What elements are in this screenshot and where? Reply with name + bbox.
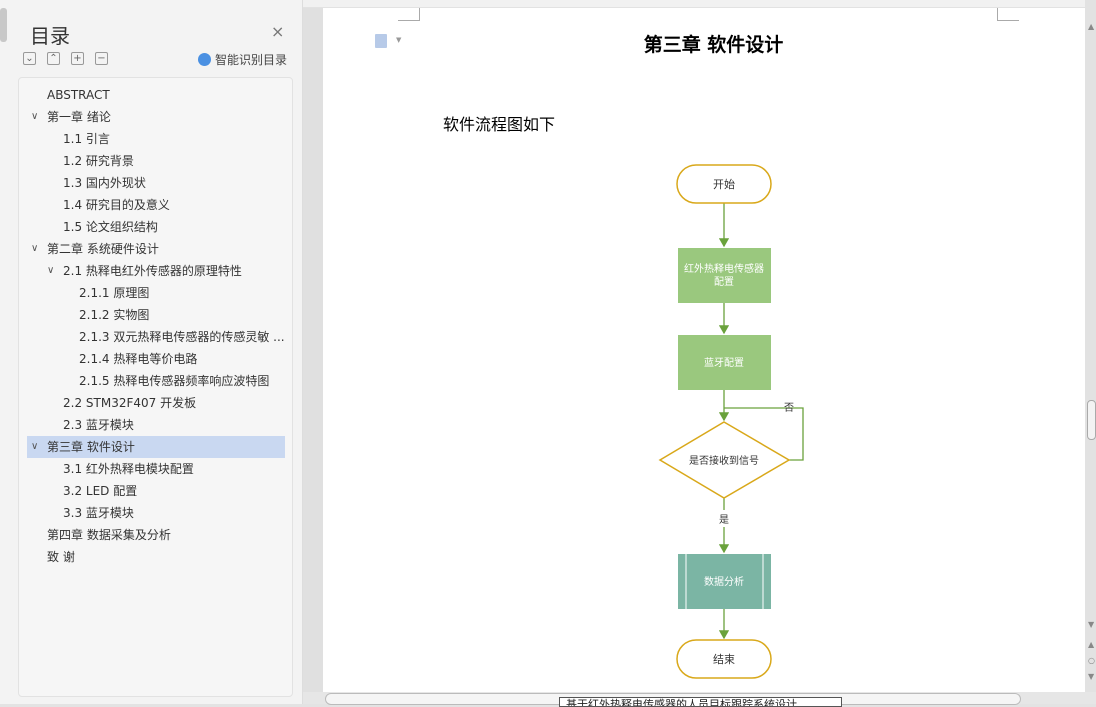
previous-page-icon[interactable]: ▲ bbox=[1088, 640, 1095, 649]
toc-item-label: 1.4 研究目的及意义 bbox=[63, 198, 170, 212]
data-analysis-box bbox=[678, 554, 771, 609]
select-browse-object-icon[interactable]: ○ bbox=[1088, 656, 1095, 665]
toc-item[interactable]: 2.1.1 原理图 bbox=[27, 282, 285, 304]
toc-item-label: 2.1.2 实物图 bbox=[79, 308, 150, 322]
page-corner-mark bbox=[398, 0, 420, 21]
chevron-down-icon[interactable]: ∨ bbox=[31, 243, 39, 254]
toc-item-label: 第三章 软件设计 bbox=[47, 440, 135, 454]
document-page: 第三章 软件设计 软件流程图如下 开始 红外热释电传感器 配置 蓝牙配置 是否接… bbox=[323, 0, 1085, 692]
next-page-icon[interactable]: ▼ bbox=[1088, 672, 1095, 681]
scroll-down-icon[interactable]: ▼ bbox=[1088, 620, 1095, 629]
chevron-down-icon[interactable]: ∨ bbox=[31, 441, 39, 452]
toc-item-label: 1.5 论文组织结构 bbox=[63, 220, 158, 234]
toc-list: ABSTRACT ∨ 第一章 绪论 1.1 引言 1.2 研究背景 1.3 国内外现状 1.… bbox=[18, 77, 293, 697]
toc-item-label: 第一章 绪论 bbox=[47, 110, 111, 124]
software-flowchart: 开始 红外热释电传感器 配置 蓝牙配置 是否接收到信号 否 是 数据分析 结束 bbox=[658, 164, 804, 679]
decision-label: 是否接收到信号 bbox=[689, 454, 759, 467]
ruler-bar bbox=[303, 0, 1085, 8]
toc-panel-scrollbar[interactable] bbox=[0, 8, 7, 42]
intro-text: 软件流程图如下 bbox=[443, 115, 556, 134]
toc-item[interactable]: ABSTRACT bbox=[27, 84, 285, 106]
toc-item-label: 3.1 红外热释电模块配置 bbox=[63, 462, 194, 476]
bluetooth-config-label: 蓝牙配置 bbox=[704, 357, 744, 369]
bluetooth-config-box bbox=[678, 335, 771, 390]
smart-recognize-icon bbox=[198, 53, 211, 66]
end-terminal bbox=[676, 639, 772, 679]
toc-item[interactable]: 1.5 论文组织结构 bbox=[27, 216, 285, 238]
toc-item-label: 1.2 研究背景 bbox=[63, 154, 134, 168]
status-tooltip: 基于红外热释电传感器的人员目标跟踪系统设计 bbox=[559, 697, 842, 707]
toc-item-label: 2.1.4 热释电等价电路 bbox=[79, 352, 198, 366]
page-corner-mark bbox=[997, 0, 1019, 21]
toc-item-label: 2.1.1 原理图 bbox=[79, 286, 150, 300]
toc-item-label: 第二章 系统硬件设计 bbox=[47, 242, 159, 256]
scroll-up-icon[interactable]: ▲ bbox=[1088, 22, 1095, 31]
toc-item[interactable]: 2.1.4 热释电等价电路 bbox=[27, 348, 285, 370]
toc-item[interactable]: 2.3 蓝牙模块 bbox=[27, 414, 285, 436]
toc-item[interactable]: 第四章 数据采集及分析 bbox=[27, 524, 285, 546]
add-heading-button[interactable]: + bbox=[71, 52, 84, 65]
start-label: 开始 bbox=[713, 177, 735, 191]
vertical-scrollbar[interactable] bbox=[1085, 0, 1096, 692]
expand-all-button[interactable]: ⌄ bbox=[23, 52, 36, 65]
toc-item[interactable]: 2.2 STM32F407 开发板 bbox=[27, 392, 285, 414]
toc-item-label: 1.3 国内外现状 bbox=[63, 176, 146, 190]
data-analysis-label: 数据分析 bbox=[704, 575, 744, 588]
document-icon[interactable] bbox=[375, 34, 387, 48]
decision-diamond bbox=[658, 421, 791, 499]
chapter-heading: 第三章 软件设计 bbox=[643, 34, 784, 56]
remove-heading-button[interactable]: − bbox=[95, 52, 108, 65]
toc-panel: 目录 × ⌄ ⌃ + − 智能识别目录 ABSTRACT ∨ 第一章 绪论 1.1 引… bbox=[0, 0, 303, 704]
toc-item-label: ABSTRACT bbox=[47, 88, 110, 102]
toc-item[interactable]: 2.1.5 热释电传感器频率响应波特图 bbox=[27, 370, 285, 392]
toc-item[interactable]: 3.3 蓝牙模块 bbox=[27, 502, 285, 524]
toc-item-label: 2.2 STM32F407 开发板 bbox=[63, 396, 197, 410]
toc-item-label: 致 谢 bbox=[47, 550, 75, 564]
toc-item[interactable]: ∨ 2.1 热释电红外传感器的原理特性 bbox=[27, 260, 285, 282]
toc-item-label: 2.1.5 热释电传感器频率响应波特图 bbox=[79, 374, 270, 388]
toc-title: 目录 bbox=[30, 24, 70, 48]
toc-item-label: 3.3 蓝牙模块 bbox=[63, 506, 134, 520]
end-label: 结束 bbox=[713, 653, 735, 666]
no-label: 否 bbox=[784, 402, 794, 414]
toc-item[interactable]: 1.1 引言 bbox=[27, 128, 285, 150]
toc-item[interactable]: ∨ 第三章 软件设计 bbox=[27, 436, 285, 458]
toc-item[interactable]: 1.4 研究目的及意义 bbox=[27, 194, 285, 216]
sensor-config-label: 红外热释电传感器 bbox=[684, 262, 764, 275]
chevron-down-icon[interactable]: ∨ bbox=[31, 111, 39, 122]
sensor-config-box bbox=[678, 248, 771, 303]
close-icon[interactable]: × bbox=[271, 22, 285, 41]
toc-item-label: 2.1 热释电红外传感器的原理特性 bbox=[63, 264, 242, 278]
toc-item[interactable]: 3.1 红外热释电模块配置 bbox=[27, 458, 285, 480]
toc-item[interactable]: ∨ 第一章 绪论 bbox=[27, 106, 285, 128]
dropdown-arrow-icon[interactable]: ▼ bbox=[396, 36, 402, 44]
toc-item-label: 1.1 引言 bbox=[63, 132, 110, 146]
toc-item-label: 2.1.3 双元热释电传感器的传感灵敏 ... bbox=[79, 330, 285, 344]
sensor-config-label: 配置 bbox=[714, 276, 734, 288]
smart-toc-button[interactable]: 智能识别目录 bbox=[198, 51, 287, 68]
smart-toc-label: 智能识别目录 bbox=[215, 53, 288, 67]
no-loop-arrow bbox=[724, 407, 804, 461]
collapse-all-button[interactable]: ⌃ bbox=[47, 52, 60, 65]
toc-item-label: 2.3 蓝牙模块 bbox=[63, 418, 134, 432]
yes-label: 是 bbox=[719, 514, 729, 526]
toc-item[interactable]: 2.1.2 实物图 bbox=[27, 304, 285, 326]
toc-item[interactable]: 1.3 国内外现状 bbox=[27, 172, 285, 194]
toc-item[interactable]: ∨ 第二章 系统硬件设计 bbox=[27, 238, 285, 260]
chevron-down-icon[interactable]: ∨ bbox=[47, 265, 55, 276]
toc-item[interactable]: 2.1.3 双元热释电传感器的传感灵敏 ... bbox=[27, 326, 285, 348]
start-terminal bbox=[676, 164, 772, 204]
toc-item-label: 第四章 数据采集及分析 bbox=[47, 528, 171, 542]
panel-gap bbox=[303, 0, 323, 692]
vertical-scroll-thumb[interactable] bbox=[1087, 400, 1096, 440]
toc-item[interactable]: 1.2 研究背景 bbox=[27, 150, 285, 172]
toc-item[interactable]: 3.2 LED 配置 bbox=[27, 480, 285, 502]
toc-item-label: 3.2 LED 配置 bbox=[63, 484, 138, 498]
toc-item[interactable]: 致 谢 bbox=[27, 546, 285, 568]
